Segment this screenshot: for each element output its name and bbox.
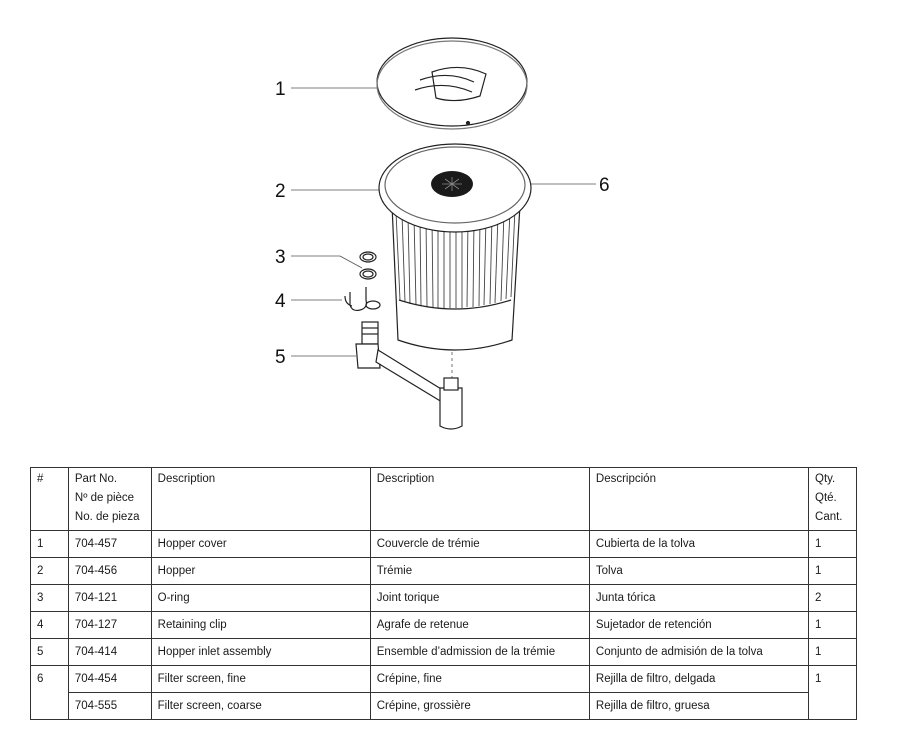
table-row: 2 704-456 Hopper Trémie Tolva 1 bbox=[30, 557, 857, 585]
header-description-en: Description bbox=[150, 467, 371, 531]
hopper-inlet-assembly-drawing bbox=[355, 321, 463, 430]
parts-table: # Part No. Nº de pièce No. de pieza Desc… bbox=[30, 467, 857, 720]
row-quantity: 1 bbox=[808, 665, 857, 693]
row-description-en: Hopper bbox=[150, 557, 371, 585]
row-description-en: Hopper inlet assembly bbox=[150, 638, 371, 666]
row-description-es: Tolva bbox=[588, 557, 810, 585]
callout-6: 6 bbox=[599, 175, 610, 196]
table-row: 704-555 Filter screen, coarse Crépine, g… bbox=[30, 692, 857, 720]
callout-4: 4 bbox=[275, 291, 286, 312]
row-part-number: 704-454 bbox=[67, 665, 152, 693]
hopper-cover-drawing bbox=[376, 37, 528, 130]
row-description-en: Filter screen, fine bbox=[150, 665, 371, 693]
header-part-number-fr: Nº de pièce bbox=[74, 492, 135, 504]
row-description-en: Filter screen, coarse bbox=[150, 692, 371, 720]
header-part-number: Part No. Nº de pièce No. de pieza bbox=[67, 467, 152, 531]
row-description-es: Rejilla de filtro, gruesa bbox=[588, 692, 810, 720]
row-description-es: Sujetador de retención bbox=[588, 611, 810, 639]
header-part-number-en: Part No. bbox=[74, 473, 118, 485]
row-description-es: Conjunto de admisión de la tolva bbox=[588, 638, 810, 666]
row-part-number: 704-121 bbox=[67, 584, 152, 612]
table-row: 4 704-127 Retaining clip Agrafe de reten… bbox=[30, 611, 857, 639]
table-row: 3 704-121 O-ring Joint torique Junta tór… bbox=[30, 584, 857, 612]
callout-5: 5 bbox=[275, 347, 286, 368]
header-number: # bbox=[30, 467, 69, 531]
row-quantity: 2 bbox=[808, 584, 857, 612]
header-quantity-es: Cant. bbox=[815, 511, 843, 523]
row-description-fr: Couvercle de trémie bbox=[369, 530, 590, 558]
table-header-row: # Part No. Nº de pièce No. de pieza Desc… bbox=[30, 467, 857, 531]
row-description-es: Rejilla de filtro, delgada bbox=[588, 665, 810, 693]
row-quantity: 1 bbox=[808, 557, 857, 585]
row-number: 4 bbox=[30, 611, 69, 639]
o-ring-drawing bbox=[359, 251, 377, 280]
header-quantity-fr: Qté. bbox=[815, 492, 837, 504]
row-part-number: 704-456 bbox=[67, 557, 152, 585]
filter-screen-drawing bbox=[431, 171, 473, 197]
row-description-en: O-ring bbox=[150, 584, 371, 612]
header-part-number-es: No. de pieza bbox=[74, 511, 140, 523]
table-row: 6 704-454 Filter screen, fine Crépine, f… bbox=[30, 665, 857, 693]
row-description-en: Retaining clip bbox=[150, 611, 371, 639]
callout-3: 3 bbox=[275, 247, 286, 268]
row-description-es: Cubierta de la tolva bbox=[588, 530, 810, 558]
row-description-en: Hopper cover bbox=[150, 530, 371, 558]
retaining-clip-drawing bbox=[344, 287, 381, 312]
row-part-number: 704-555 bbox=[67, 692, 152, 720]
row-description-fr: Trémie bbox=[369, 557, 590, 585]
row-number: 3 bbox=[30, 584, 69, 612]
row-number: 6 bbox=[30, 665, 69, 693]
header-quantity: Qty. Qté. Cant. bbox=[808, 467, 857, 531]
callout-1: 1 bbox=[275, 79, 286, 100]
row-part-number: 704-457 bbox=[67, 530, 152, 558]
header-description-fr: Description bbox=[369, 467, 590, 531]
hopper-drawing bbox=[378, 143, 532, 351]
row-number bbox=[30, 692, 69, 720]
table-row: 5 704-414 Hopper inlet assembly Ensemble… bbox=[30, 638, 857, 666]
callout-2: 2 bbox=[275, 181, 286, 202]
row-quantity bbox=[808, 692, 857, 720]
row-description-fr: Crépine, fine bbox=[369, 665, 590, 693]
row-description-es: Junta tórica bbox=[588, 584, 810, 612]
row-part-number: 704-414 bbox=[67, 638, 152, 666]
exploded-parts-diagram: 1 2 3 4 5 6 bbox=[275, 37, 610, 430]
header-quantity-en: Qty. bbox=[815, 473, 836, 485]
row-part-number: 704-127 bbox=[67, 611, 152, 639]
row-description-fr: Agrafe de retenue bbox=[369, 611, 590, 639]
header-description-es: Descripción bbox=[588, 467, 810, 531]
row-description-fr: Ensemble d’admission de la trémie bbox=[369, 638, 590, 666]
row-number: 1 bbox=[30, 530, 69, 558]
row-description-fr: Crépine, grossière bbox=[369, 692, 590, 720]
row-quantity: 1 bbox=[808, 530, 857, 558]
row-quantity: 1 bbox=[808, 638, 857, 666]
row-number: 2 bbox=[30, 557, 69, 585]
table-row: 1 704-457 Hopper cover Couvercle de trém… bbox=[30, 530, 857, 558]
row-number: 5 bbox=[30, 638, 69, 666]
row-description-fr: Joint torique bbox=[369, 584, 590, 612]
row-quantity: 1 bbox=[808, 611, 857, 639]
